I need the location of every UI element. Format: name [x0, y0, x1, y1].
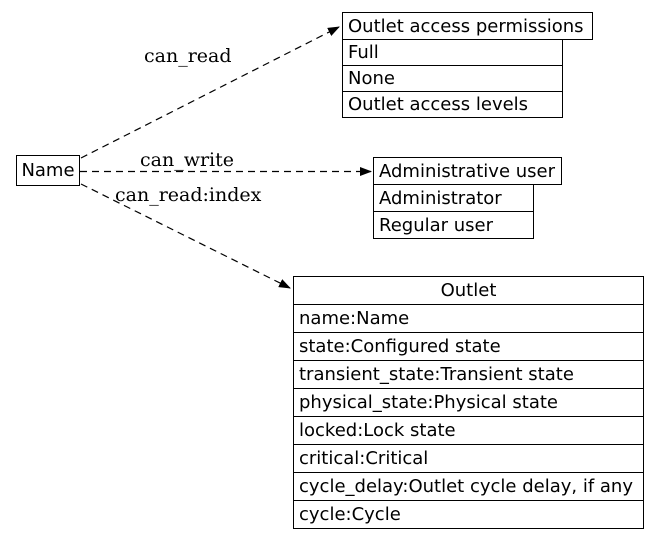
record-row: physical_state:Physical state	[293, 388, 644, 417]
record-row: Regular user	[373, 211, 534, 239]
node-name-label: Name	[21, 160, 75, 181]
record-title: Outlet access permissions	[342, 12, 593, 40]
node-outlet-access-permissions: Outlet access permissions Full None Outl…	[342, 12, 593, 118]
record-row: state:Configured state	[293, 332, 644, 361]
record-row: Administrator	[373, 184, 534, 212]
record-row: critical:Critical	[293, 444, 644, 473]
record-row: Full	[342, 39, 563, 66]
edge-label-can-read-index: can_read:index	[115, 184, 262, 206]
record-row: transient_state:Transient state	[293, 360, 644, 389]
node-name: Name	[16, 155, 80, 186]
record-row: cycle_delay:Outlet cycle delay, if any	[293, 472, 644, 501]
edge-label-can-read: can_read	[144, 45, 232, 67]
record-row: Outlet access levels	[342, 91, 563, 118]
record-row: locked:Lock state	[293, 416, 644, 445]
record-row: None	[342, 65, 563, 92]
record-row: name:Name	[293, 304, 644, 333]
edge-label-can-write: can_write	[140, 149, 235, 171]
record-title: Outlet	[293, 276, 644, 305]
node-outlet: Outlet name:Name state:Configured state …	[293, 276, 644, 529]
node-administrative-user: Administrative user Administrator Regula…	[373, 157, 562, 239]
record-title: Administrative user	[373, 157, 562, 185]
record-row: cycle:Cycle	[293, 500, 644, 529]
